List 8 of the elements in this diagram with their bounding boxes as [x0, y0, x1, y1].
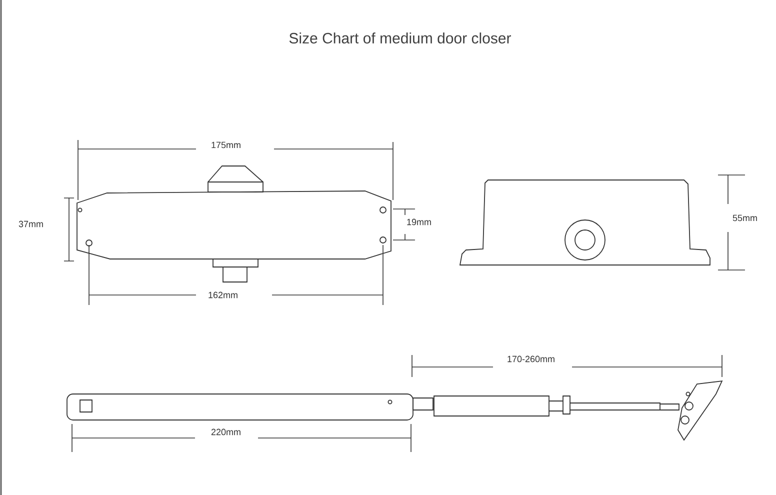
dimension-label: 19mm: [407, 218, 431, 226]
dimension-label: 55mm: [732, 214, 757, 222]
title: Size Chart of medium door closer: [289, 32, 511, 44]
dimension-label: 175mm: [212, 142, 240, 148]
dimension-label: 162mm: [208, 292, 238, 298]
dimension-label: 37mm: [18, 220, 43, 228]
dimension-label: 170-260mm: [508, 356, 554, 362]
dimension-label: 220mm: [211, 428, 240, 436]
